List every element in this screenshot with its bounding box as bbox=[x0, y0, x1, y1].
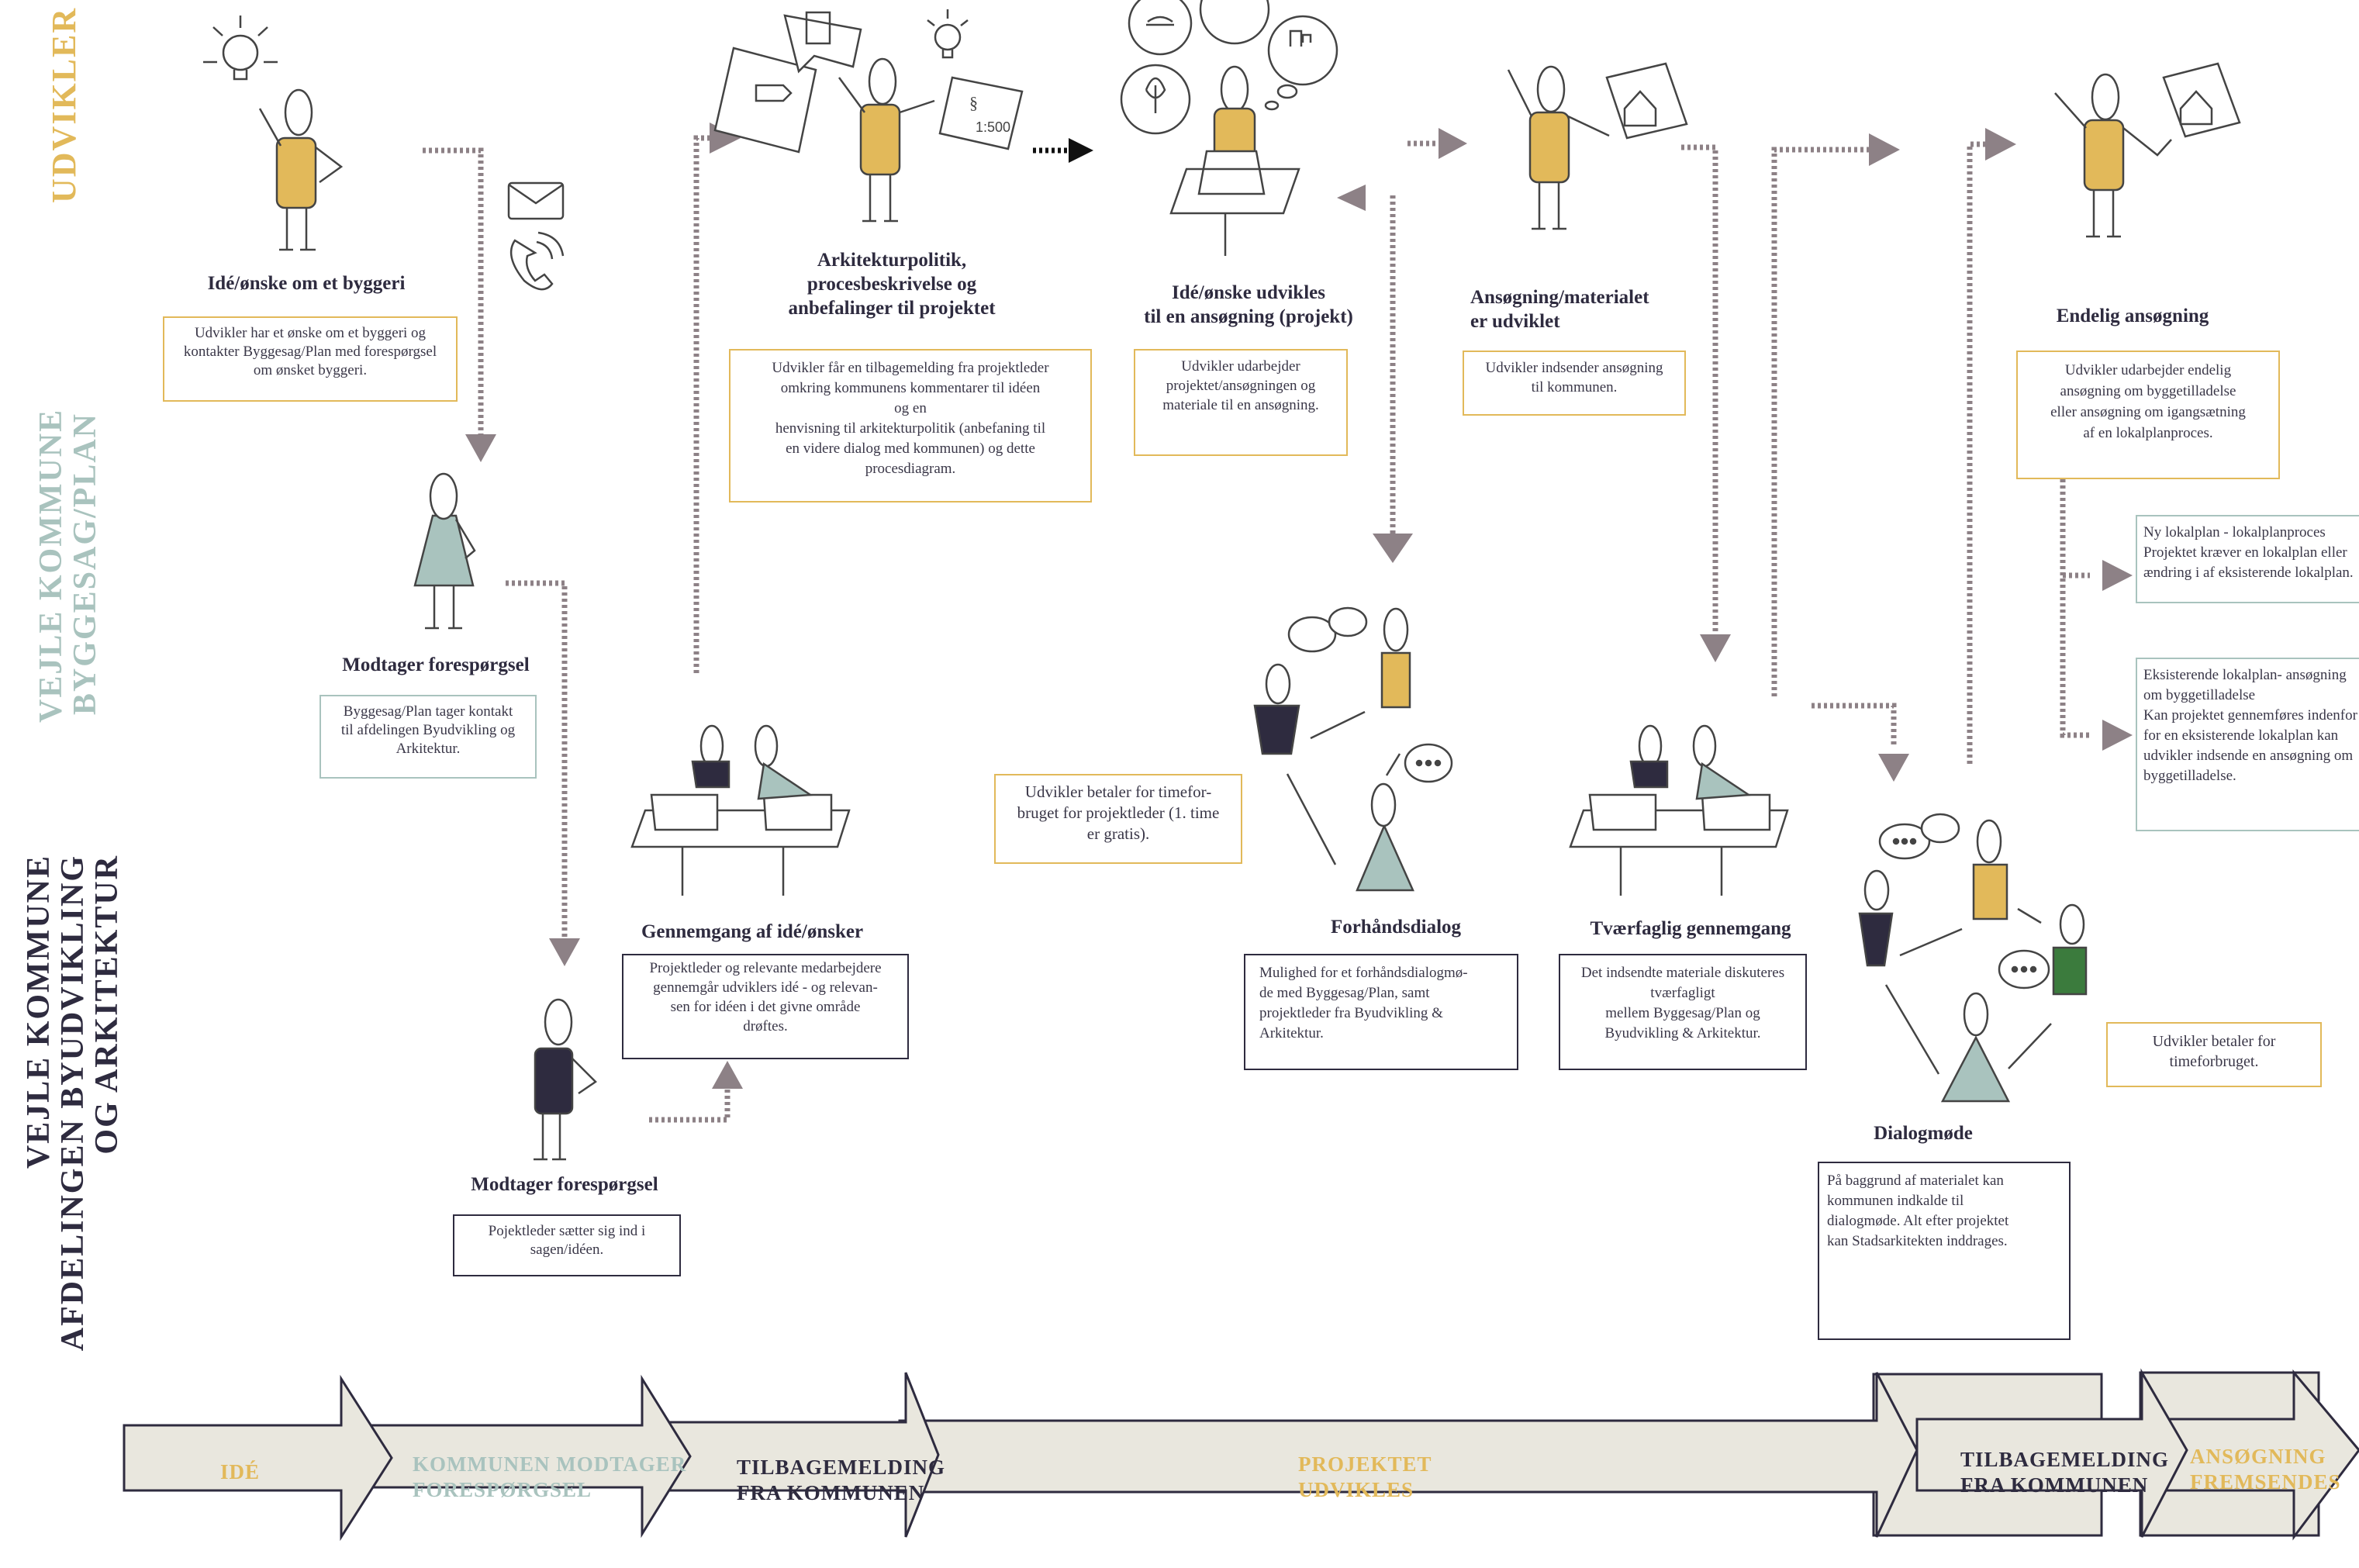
desc-box-forhand: Mulighed for et forhåndsdialogmø- de med… bbox=[1244, 954, 1518, 1070]
scale-label: 1:500 bbox=[976, 119, 1010, 135]
house-document-icon bbox=[1605, 62, 1688, 140]
step-title-modtager-byud: Modtager forespørgsel bbox=[471, 1174, 658, 1195]
step-title-dialogmode: Dialogmøde bbox=[1874, 1123, 1973, 1144]
phase-label-ansogning: ANSØGNING FREMSENDES bbox=[2190, 1445, 2341, 1494]
step-title-gennemgang: Gennemgang af idé/ønsker bbox=[641, 921, 864, 942]
mail-icon bbox=[507, 181, 565, 220]
developer-at-desk bbox=[1169, 65, 1300, 256]
desc-box-betaler-1: Udvikler betaler for timefor- bruget for… bbox=[994, 774, 1242, 864]
title-line: Idé/ønske udvikles bbox=[1172, 282, 1325, 303]
desc-box-endelig: Udvikler udarbejder endelig ansøgning om… bbox=[2016, 351, 2280, 479]
step-title-tvaer: Tværfaglig gennemgang bbox=[1590, 918, 1791, 939]
arrowhead-down bbox=[465, 434, 496, 462]
review-meeting-illustration bbox=[1569, 724, 1789, 896]
title-line: Arkitekturpolitik, bbox=[817, 250, 967, 271]
arrowhead-right bbox=[1869, 133, 1900, 166]
phase-label-projektet-udvikles: PROJEKTET UDVIKLES bbox=[1298, 1452, 1432, 1501]
desc-box-udvikles: Udvikler udarbejder projektet/ansøgninge… bbox=[1134, 349, 1348, 456]
arrowhead-right bbox=[2102, 560, 2133, 591]
phase-label-kommunen-modtager: KOMMUNEN MODTAGER FORESPØRGSEL bbox=[413, 1452, 687, 1501]
developer-figure-house bbox=[1507, 65, 1610, 230]
document-icon bbox=[713, 11, 862, 154]
connector-lines bbox=[423, 135, 2090, 1123]
arrowhead-up bbox=[712, 1061, 743, 1089]
house-document-icon bbox=[2162, 62, 2241, 138]
step-title-udvikles: Idé/ønske udvikles til en ansøgning (pro… bbox=[1117, 281, 1380, 329]
title-line: Ansøgning/materialet bbox=[1470, 287, 1649, 308]
phase-band bbox=[123, 1368, 2359, 1542]
phone-icon bbox=[509, 231, 565, 291]
dialogmode-illustration bbox=[1858, 813, 2088, 1103]
plan-document-icon: § 1:500 bbox=[938, 76, 1024, 150]
phase-label-ansogning-wrap: ANSØGNING FREMSENDES bbox=[2187, 1441, 2359, 1503]
step-title-arkitektur: Arkitekturpolitik, procesbeskrivelse og … bbox=[744, 248, 1039, 320]
step-title-endelig: Endelig ansøgning bbox=[2056, 306, 2209, 326]
desc-box-gennemgang: Projektleder og relevante medarbejdere g… bbox=[622, 954, 909, 1059]
lightbulb-icon bbox=[203, 16, 278, 81]
title-line: til en ansøgning (projekt) bbox=[1144, 306, 1353, 327]
projektleder-figure bbox=[534, 998, 597, 1161]
step-title-forhand: Forhåndsdialog bbox=[1330, 917, 1462, 938]
arrowhead-down bbox=[1373, 534, 1413, 563]
title-line: procesbeskrivelse og bbox=[806, 274, 977, 295]
forhandsdialog-illustration bbox=[1253, 606, 1453, 892]
step-title-ansogning: Ansøgning/materialet er udviklet bbox=[1470, 285, 1718, 333]
step-title-modtager-bygge: Modtager forespørgsel bbox=[342, 654, 530, 675]
arrowhead-down bbox=[1878, 754, 1909, 782]
arrowhead-right bbox=[1985, 128, 2016, 161]
desc-box-betaler-2: Udvikler betaler for timeforbruget. bbox=[2106, 1022, 2322, 1087]
desc-box-tvaer: Det indsendte materiale diskuteres tværf… bbox=[1559, 954, 1807, 1070]
desc-box-dialogmode: På baggrund af materialet kan kommunen i… bbox=[1818, 1162, 2071, 1340]
byggesag-plan-figure bbox=[413, 472, 476, 630]
desc-box-eksisterende-lokalplan: Eksisterende lokalplan- ansøgning om byg… bbox=[2136, 658, 2359, 831]
title-line: anbefalinger til projektet bbox=[788, 298, 996, 319]
arrowhead-left bbox=[1337, 185, 1366, 211]
thought-bubbles bbox=[1120, 0, 1338, 135]
desc-box-modtager-byud: Pojektleder sætter sig ind i sagen/idéen… bbox=[453, 1214, 681, 1276]
black-arrow bbox=[1033, 138, 1093, 163]
desc-box-arkitektur: Udvikler får en tilbagemelding fra proje… bbox=[729, 349, 1092, 503]
phase-label-tilbagemelding-2: TILBAGEMELDING FRA KOMMUNEN bbox=[1960, 1448, 2170, 1497]
desc-box-ansogning: Udvikler indsender ansøgning til kommune… bbox=[1463, 351, 1686, 416]
review-meeting-illustration bbox=[630, 724, 851, 896]
arrowhead-down bbox=[549, 938, 580, 966]
desc-box-modtager-bygge: Byggesag/Plan tager kontakt til afdeling… bbox=[319, 695, 537, 779]
arrowhead-right bbox=[2102, 720, 2133, 751]
section-symbol: § bbox=[969, 93, 978, 112]
phase-label-ide: IDÉ bbox=[220, 1460, 261, 1483]
arrowhead-right bbox=[1439, 128, 1467, 159]
desc-box-ide: Udvikler har et ønske om et byggeri og k… bbox=[163, 316, 458, 402]
step-title-ide: Idé/ønske om et byggeri bbox=[207, 273, 406, 294]
title-line: er udviklet bbox=[1470, 311, 1560, 332]
phase-label-tilbagemelding-1: TILBAGEMELDING FRA KOMMUNEN bbox=[737, 1456, 946, 1504]
lightbulb-icon bbox=[927, 9, 969, 59]
developer-figure-final bbox=[2054, 73, 2172, 238]
arrowhead-down bbox=[1700, 634, 1731, 662]
desc-box-ny-lokalplan: Ny lokalplan - lokalplanproces Projektet… bbox=[2136, 515, 2359, 603]
developer-figure bbox=[258, 88, 344, 251]
developer-figure-documents bbox=[838, 57, 935, 223]
